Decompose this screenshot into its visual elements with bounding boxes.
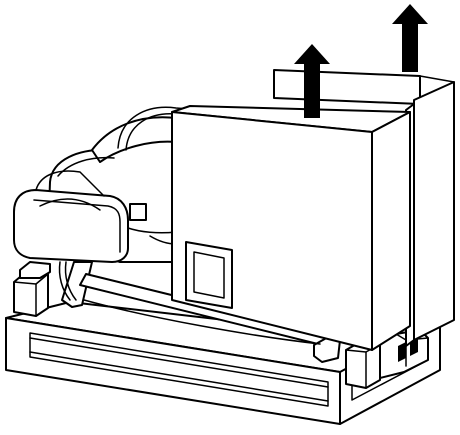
printer-latch: [129, 203, 147, 221]
packing-tape: [117, 106, 371, 149]
carton-rear-panel: [273, 69, 421, 105]
printer: [13, 106, 371, 345]
printer-end-cap: [13, 189, 129, 263]
carton-side-face: [371, 111, 411, 351]
arrow-up-icon: [392, 4, 428, 72]
arrow-up-icon: [294, 44, 330, 118]
pallet-slot: [29, 332, 329, 407]
carton-right-panel: [413, 81, 455, 341]
carton-hand-hole: [185, 241, 233, 309]
carton-box: [171, 105, 411, 351]
